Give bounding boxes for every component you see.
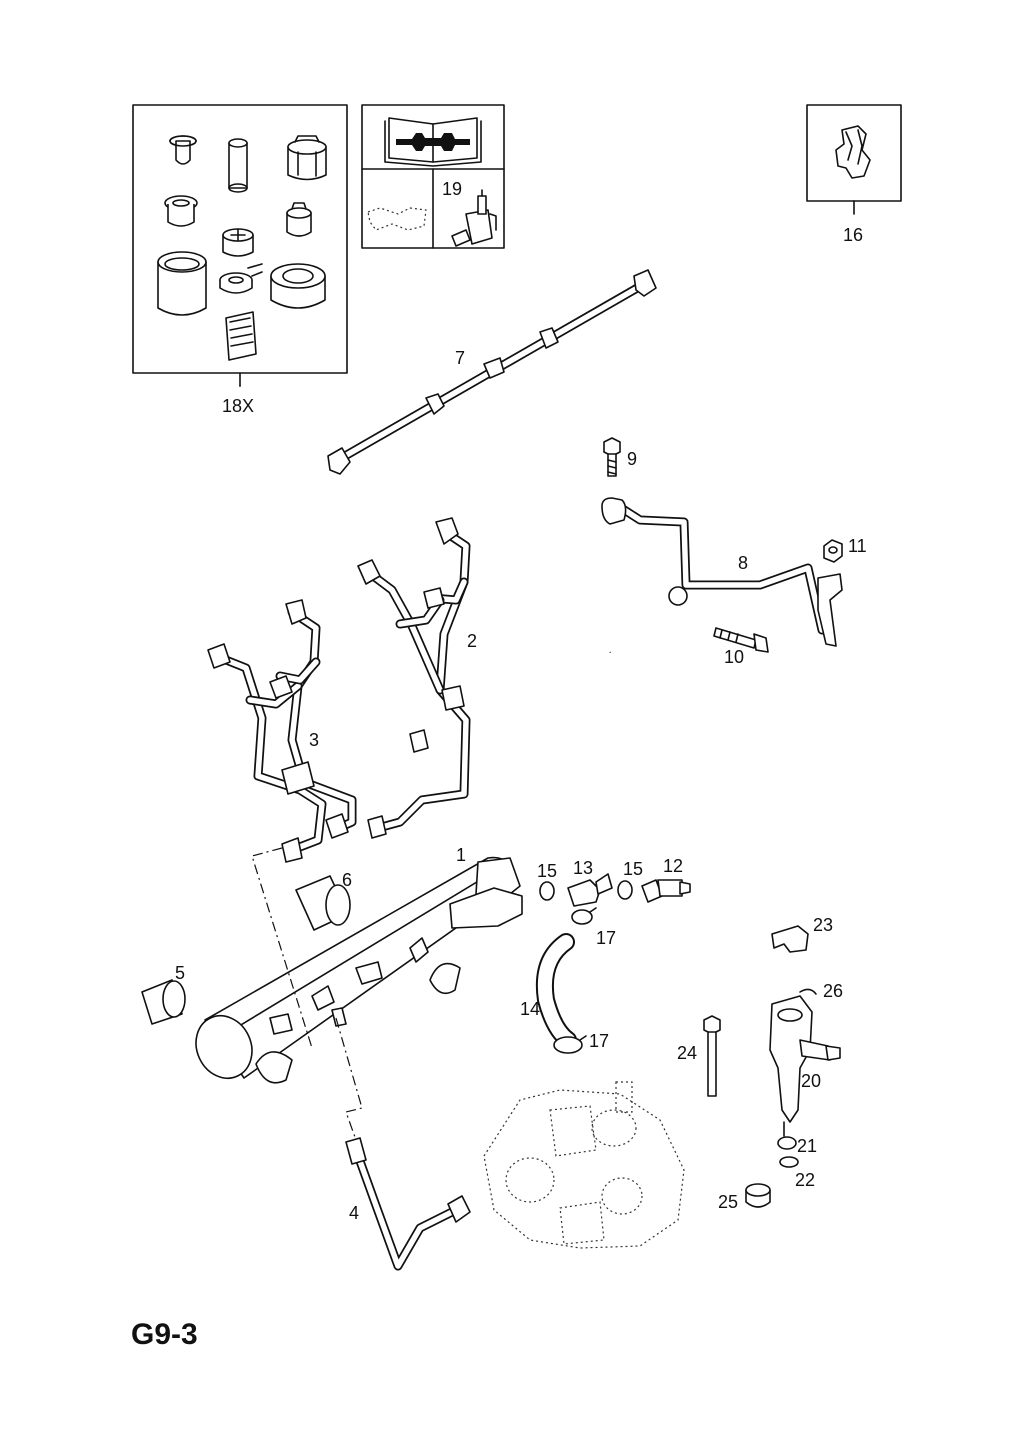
return-line-7 [328, 270, 656, 652]
callout-19: 19 [442, 179, 463, 199]
callout-9: 9 [627, 449, 638, 469]
callout-12: 12 [663, 856, 684, 876]
manual-outline-icon [368, 208, 426, 230]
callout-15b: 15 [623, 859, 644, 879]
callout-1: 1 [456, 845, 467, 865]
kit-grommet-icon [165, 196, 197, 226]
insulator-5 [142, 980, 185, 1024]
callout-13: 13 [573, 858, 594, 878]
kit-washer-icon [220, 264, 262, 293]
callout-25: 25 [718, 1192, 739, 1212]
pipe-4 [346, 1138, 470, 1266]
washer-22-icon [780, 1157, 798, 1167]
manual-book-wrench-icon [385, 118, 481, 166]
kit-ring-icon [271, 264, 325, 308]
bolt-9-icon [604, 438, 620, 476]
callout-4: 4 [349, 1203, 360, 1223]
callout-11: 11 [848, 536, 867, 556]
clamp-17a-icon [572, 908, 596, 924]
callout-8: 8 [738, 553, 749, 573]
callout-6: 6 [342, 870, 353, 890]
callout-5: 5 [175, 963, 186, 983]
callout-21: 21 [797, 1136, 818, 1156]
clip-16-icon [836, 126, 870, 178]
kit-cylinder-icon [158, 252, 206, 315]
pump-outline [484, 1082, 684, 1248]
callout-16: 16 [843, 225, 864, 245]
callout-26: 26 [823, 981, 844, 1001]
kit-cap-icon [288, 136, 326, 180]
bolt-24-icon [704, 1016, 720, 1096]
callout-20: 20 [801, 1071, 822, 1091]
callout-24: 24 [677, 1043, 698, 1063]
valve-13-icon [568, 874, 612, 906]
kit-plug-icon [170, 136, 196, 164]
callout-22: 22 [795, 1170, 816, 1190]
clamp-23-icon [772, 926, 808, 952]
seal-21-icon [778, 1137, 796, 1149]
clamp-17b-icon [554, 1036, 586, 1053]
sensor-12-icon [642, 880, 690, 902]
callout-10: 10 [724, 647, 745, 667]
clip-box [807, 105, 901, 214]
seal-15a-icon [540, 882, 554, 900]
fuel-rail-1 [186, 858, 522, 1088]
callout-14: 14 [520, 999, 541, 1019]
kit-instruction-sheet-icon [226, 312, 256, 360]
manual-tool-icon [452, 190, 496, 246]
callout-17b: 17 [589, 1031, 610, 1051]
cap-25-icon [746, 1184, 770, 1207]
bolt-10-icon [714, 628, 768, 652]
callout-15a: 15 [537, 861, 558, 881]
seal-15b-icon [618, 881, 632, 899]
kit-box [133, 105, 347, 386]
manual-box [362, 105, 504, 248]
hose-14-icon [545, 942, 568, 1040]
kit-small-cap-icon [287, 203, 311, 236]
callout-23: 23 [813, 915, 834, 935]
nut-11-icon [824, 540, 842, 562]
kit-screw-cap-icon [223, 229, 253, 256]
reference-lines [252, 848, 362, 1140]
callout-17a: 17 [596, 928, 617, 948]
bracket-line-8 [602, 498, 842, 646]
injector-20-icon [770, 996, 840, 1136]
callout-18x: 18X [222, 396, 255, 416]
callout-3: 3 [309, 730, 320, 750]
callout-7: 7 [455, 348, 466, 368]
insulator-6 [296, 876, 350, 930]
page-code: G9-3 [131, 1318, 198, 1351]
kit-sleeve-icon [229, 139, 247, 192]
pipe-3 [208, 600, 352, 862]
callout-2: 2 [467, 631, 478, 651]
pipe-2 [358, 518, 466, 838]
clip-26-icon [800, 989, 816, 994]
